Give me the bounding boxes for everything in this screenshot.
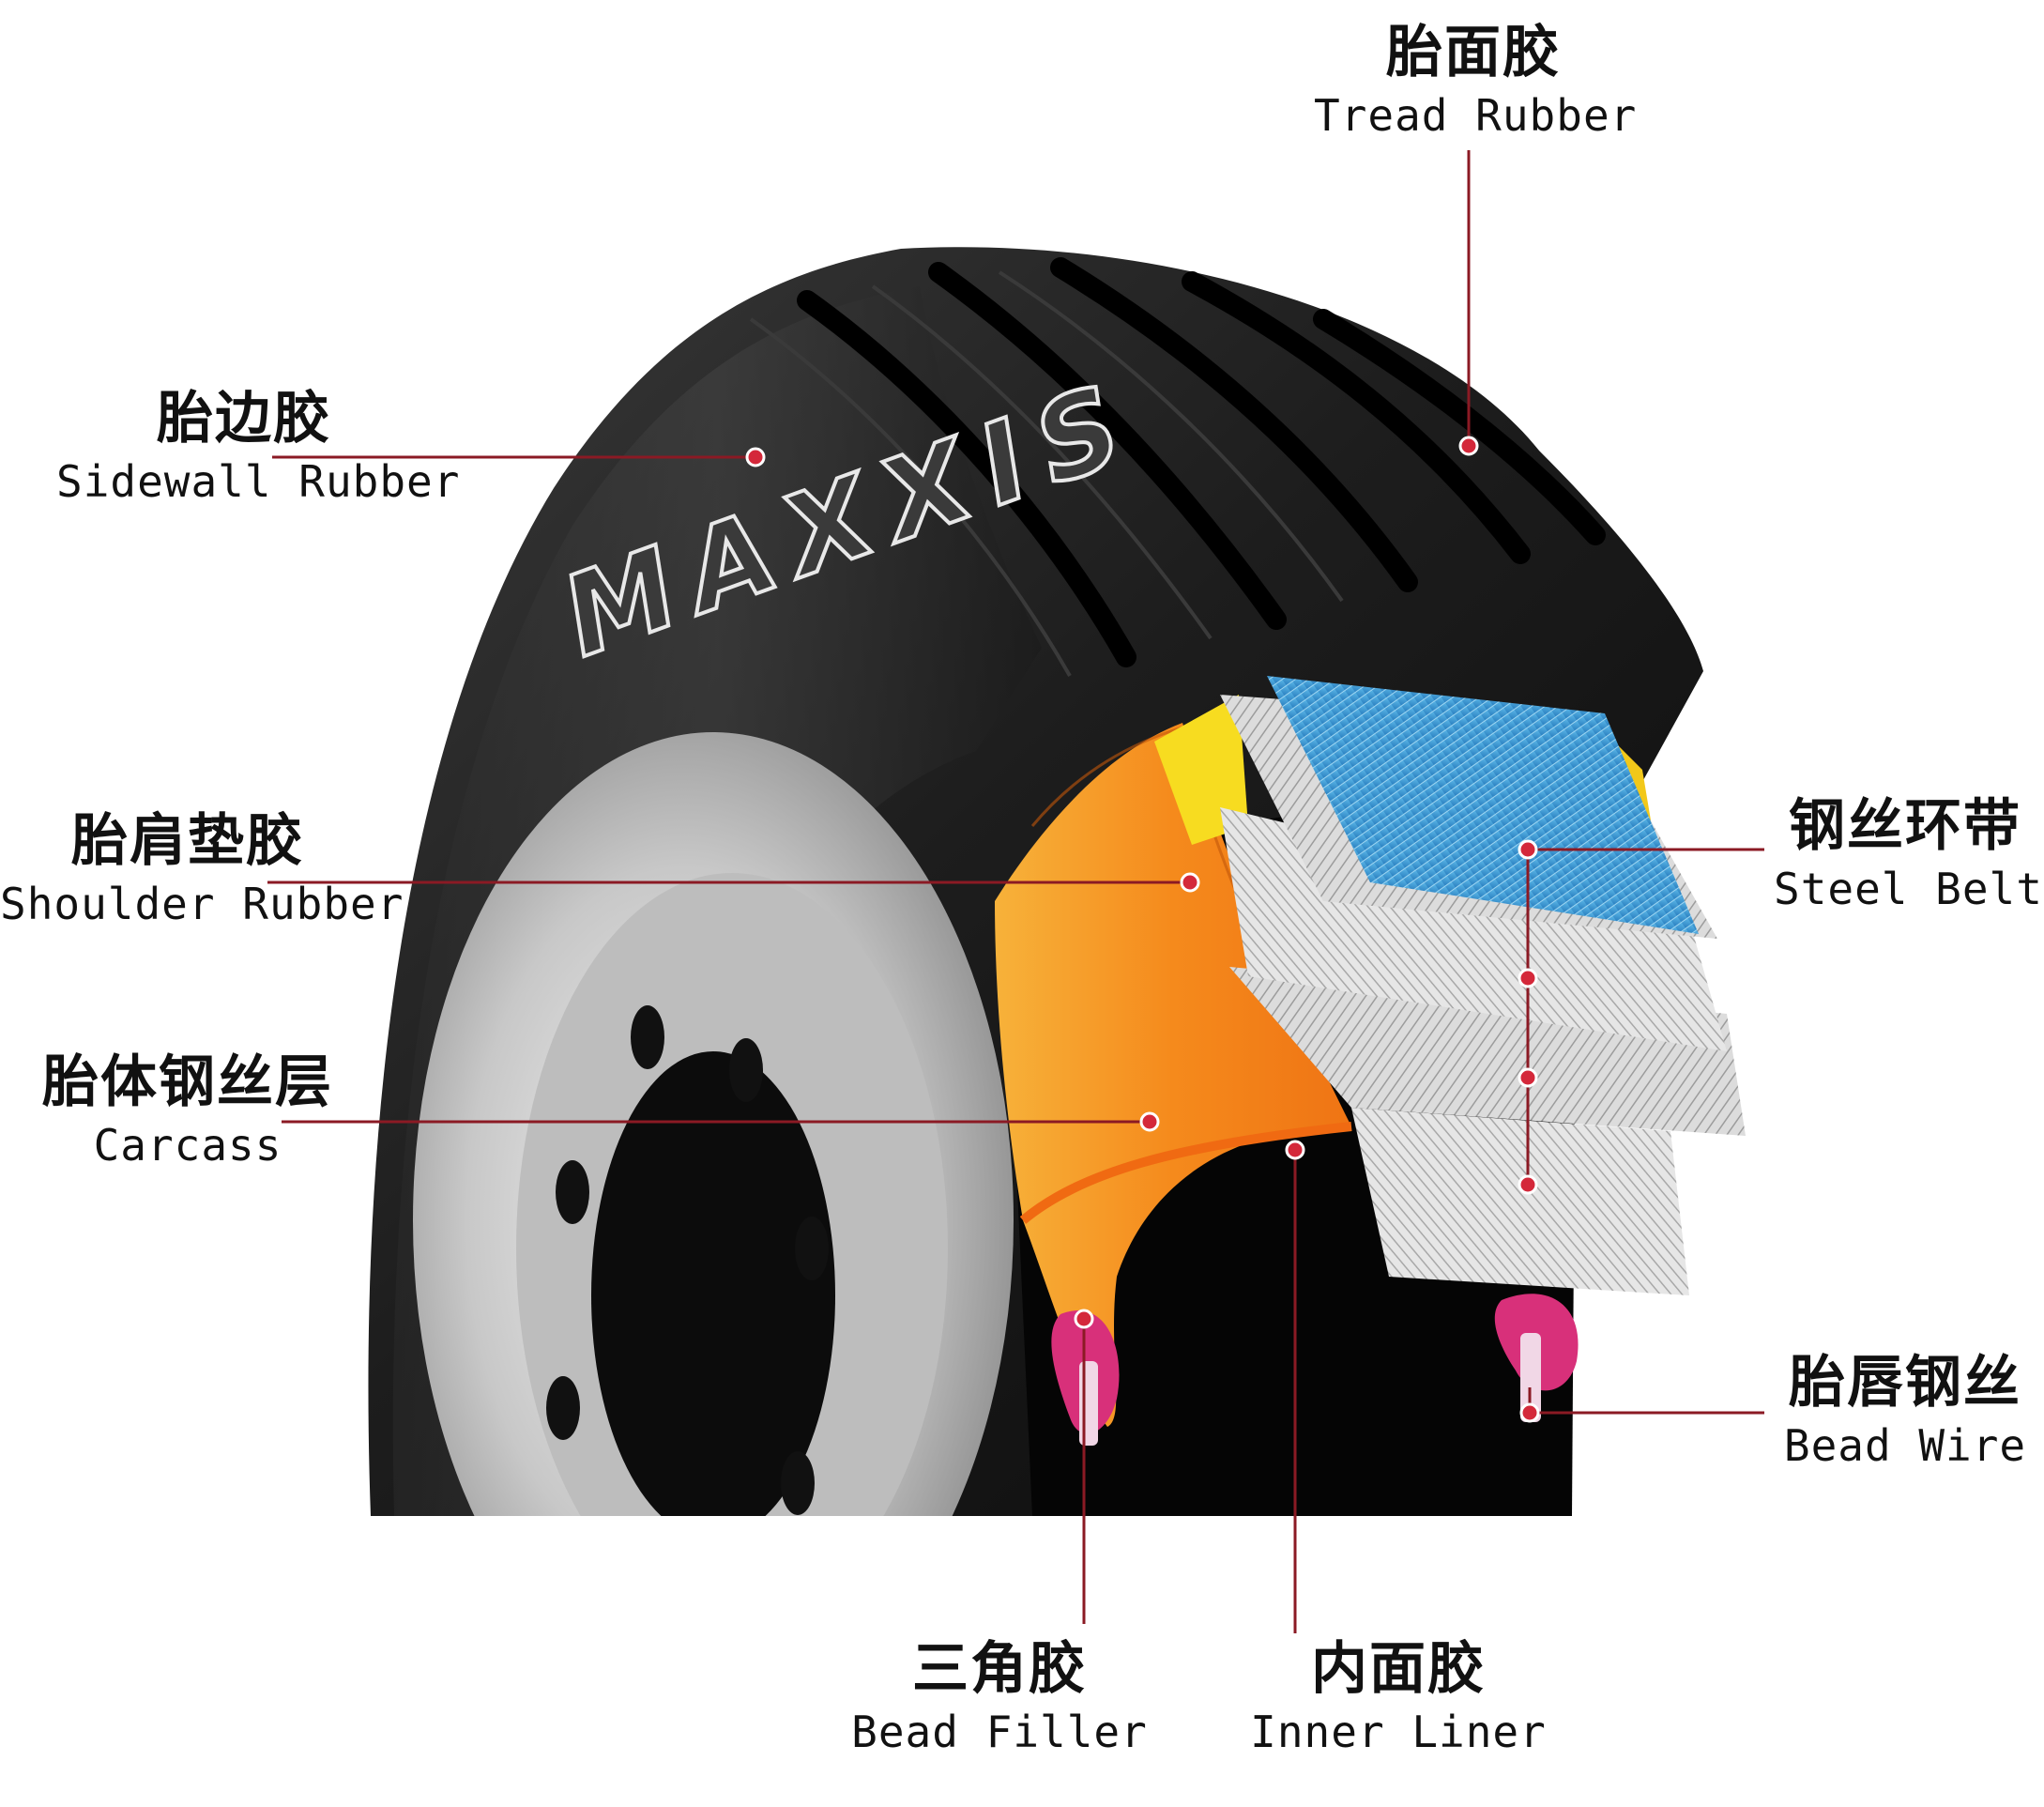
label-bead-filler-zh: 三角胶 [912, 1636, 1087, 1702]
lug-holes [546, 1005, 829, 1515]
label-tread-rubber-en: Tread Rubber [1314, 90, 1638, 141]
label-inner-liner-en: Inner Liner [1250, 1707, 1547, 1757]
tread-grooves [797, 257, 1606, 667]
label-shoulder-rubber-zh: 胎肩垫胶 [71, 808, 304, 874]
leader-dots [745, 436, 1540, 1423]
label-sidewall-rubber: 胎边胶 Sidewall Rubber [56, 383, 461, 509]
label-steel-belt-en: Steel Belt [1774, 864, 2043, 914]
label-sidewall-rubber-zh: 胎边胶 [157, 386, 331, 452]
shoulder-pad [1154, 695, 1248, 845]
carcass-layer [995, 723, 1351, 1427]
belt-layer-4 [1351, 1108, 1689, 1295]
label-bead-wire-en: Bead Wire [1783, 1420, 2027, 1471]
inner-liner-edge [1019, 1122, 1352, 1224]
label-bead-wire-zh: 胎唇钢丝 [1789, 1350, 2021, 1416]
wheel-hub [591, 1051, 835, 1539]
ground-clip [357, 1516, 1595, 1807]
label-sidewall-rubber-en: Sidewall Rubber [56, 456, 461, 507]
label-tread-rubber-zh: 胎面胶 [1386, 20, 1561, 85]
label-inner-liner: 内面胶 Inner Liner [1248, 1633, 1548, 1759]
steel-belt-band [1267, 676, 1699, 934]
label-bead-filler: 三角胶 Bead Filler [849, 1633, 1150, 1759]
bead-wire-right [1520, 1333, 1541, 1422]
bead-wire-left [1079, 1361, 1098, 1446]
label-shoulder-rubber-en: Shoulder Rubber [0, 879, 404, 929]
label-steel-belt-zh: 钢丝环带 [1789, 793, 2021, 859]
label-carcass-en: Carcass [93, 1120, 282, 1171]
label-tread-rubber: 胎面胶 Tread Rubber [1314, 17, 1638, 143]
label-shoulder-rubber: 胎肩垫胶 Shoulder Rubber [0, 805, 404, 931]
label-carcass-zh: 胎体钢丝层 [42, 1049, 333, 1115]
label-steel-belt: 钢丝环带 Steel Belt [1774, 790, 2043, 916]
label-inner-liner-zh: 内面胶 [1311, 1636, 1486, 1702]
tread-ribs [749, 270, 1344, 677]
label-bead-wire: 胎唇钢丝 Bead Wire [1774, 1347, 2036, 1473]
label-bead-filler-en: Bead Filler [851, 1707, 1148, 1757]
label-carcass: 胎体钢丝层 Carcass [19, 1047, 357, 1172]
